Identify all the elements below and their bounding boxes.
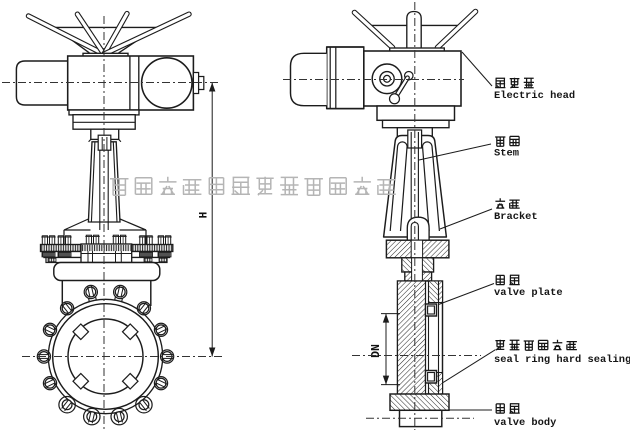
svg-text:valve body: valve body <box>494 417 557 429</box>
svg-text:Stem: Stem <box>494 147 519 159</box>
svg-text:seal ring hard sealing: seal ring hard sealing <box>494 354 630 366</box>
svg-text:H: H <box>199 212 211 219</box>
svg-text:valve plate: valve plate <box>494 287 563 299</box>
svg-text:DN: DN <box>370 344 383 358</box>
svg-text:Bracket: Bracket <box>494 211 538 223</box>
svg-text:Electric head: Electric head <box>494 90 575 102</box>
